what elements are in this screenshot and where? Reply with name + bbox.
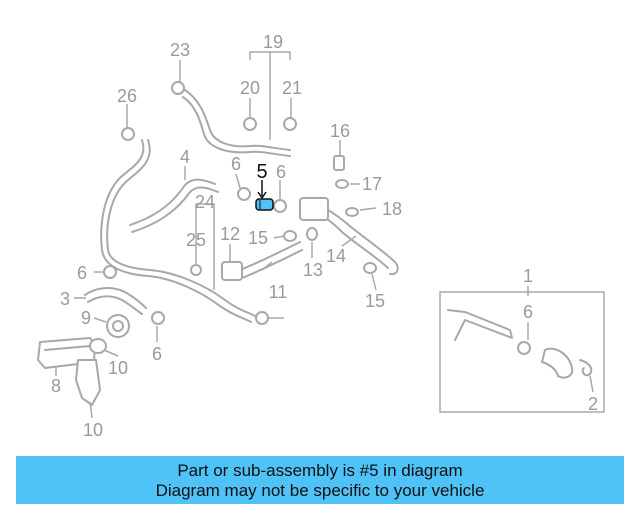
gasket-part-15-b	[363, 262, 377, 274]
callout-23: 24	[195, 192, 215, 212]
clamp-part-6-b	[151, 311, 165, 325]
callout-17: 17	[362, 174, 382, 194]
coolant-pipe-main	[106, 139, 256, 317]
clamp-part-25	[255, 311, 269, 325]
banner-line-2: Diagram may not be specific to your vehi…	[155, 481, 485, 500]
callout-15-b: 15	[365, 291, 385, 311]
callout-6-e: 6	[523, 302, 533, 322]
inset-box	[439, 291, 605, 413]
callout-3: 3	[60, 289, 70, 309]
pipe-part-22	[184, 89, 291, 151]
inset-pipe	[447, 309, 513, 341]
clamp-part-24	[190, 264, 202, 276]
callout-20: 20	[240, 78, 260, 98]
callout-6-d: 6	[276, 162, 286, 182]
callout-4: 4	[180, 147, 190, 167]
callout-10: 10	[83, 420, 103, 440]
clamp-part-21	[283, 117, 297, 131]
callout-6-b: 6	[152, 344, 162, 364]
cover-part-10	[75, 359, 101, 406]
clamp-part-6-c	[237, 187, 251, 201]
callout-24: 25	[186, 230, 206, 250]
callout-2: 2	[588, 394, 598, 414]
hose-part-3	[84, 287, 147, 309]
clamp-part-6-e	[517, 341, 531, 355]
gasket-part-15-a	[283, 230, 297, 242]
clamp-part-20	[243, 117, 257, 131]
callout-13: 13	[303, 260, 323, 280]
pipe-part-11	[239, 241, 301, 271]
hose-part-4-inner	[131, 186, 219, 233]
info-banner: Part or sub-assembly is #5 in diagram Di…	[16, 456, 624, 504]
inset-clip-part-2	[579, 359, 593, 377]
callout-11: 11	[269, 282, 288, 302]
callout-19: 19	[263, 32, 283, 52]
washer-part-17	[335, 179, 349, 189]
sensor-part-16	[333, 155, 345, 171]
callout-6-a: 6	[77, 263, 87, 283]
callout-7: 8	[51, 376, 61, 396]
banner-line-1: Part or sub-assembly is #5 in diagram	[177, 461, 463, 480]
clamp-part-22	[171, 81, 185, 95]
leader-lines	[55, 51, 594, 419]
clamp-part-26	[121, 127, 135, 141]
callout-labels: 23 19 20 21 26 16 17 18 4 6 5 6 24 25 12…	[51, 32, 598, 440]
hose-part-4	[129, 178, 216, 226]
callout-1: 1	[523, 266, 533, 286]
flange-part-12	[221, 261, 243, 281]
housing-part-8	[106, 314, 130, 338]
callout-8: 9	[81, 308, 91, 328]
flange-part-14	[299, 197, 329, 221]
gasket-part-13	[306, 227, 318, 241]
pipe-part-11-inner	[241, 249, 303, 279]
callout-21: 21	[282, 78, 302, 98]
pipe-part-22-inner	[182, 96, 291, 157]
inset-elbow	[541, 347, 574, 379]
callout-6-c: 6	[231, 154, 241, 174]
hose-part-3-inner	[87, 295, 143, 315]
callout-26: 26	[117, 86, 137, 106]
callout-22: 23	[170, 40, 190, 60]
callout-16: 16	[330, 121, 350, 141]
callout-12: 12	[220, 224, 240, 244]
callout-5: 5	[256, 161, 267, 183]
highlighted-part-5[interactable]	[255, 198, 274, 211]
callout-15-a: 15	[248, 228, 268, 248]
clamp-part-6-d	[273, 199, 287, 213]
callout-9: 10	[108, 358, 128, 378]
washer-part-18	[345, 207, 359, 217]
callout-18: 18	[382, 199, 402, 219]
clamp-part-6-a	[103, 265, 117, 279]
callout-14: 14	[326, 246, 346, 266]
gasket-part-9	[89, 338, 107, 354]
